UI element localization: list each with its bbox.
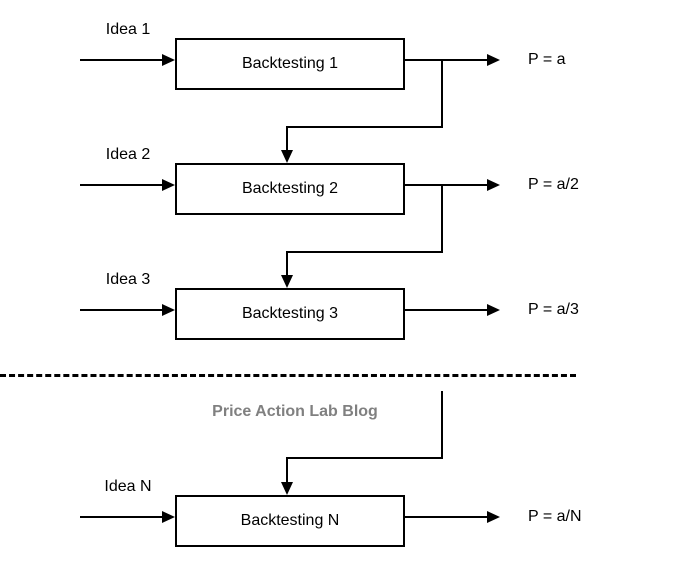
backtesting-n-box: Backtesting N [175, 495, 405, 547]
backtesting-1-box-label: Backtesting 1 [241, 55, 339, 72]
connector-2-horizontal-line [286, 251, 443, 253]
output-2-label: P = a/2 [528, 176, 579, 193]
backtesting-2-box: Backtesting 2 [175, 163, 405, 215]
connector-n-vertical-line [441, 391, 443, 459]
output-n-label: P = a/N [528, 508, 582, 525]
arrowhead-down-icon [281, 275, 293, 288]
idea-n-label: Idea N [104, 478, 152, 495]
backtesting-3-box-label: Backtesting 3 [241, 305, 339, 322]
output-2-arrow-line [403, 184, 487, 186]
idea-1-label: Idea 1 [105, 21, 151, 38]
arrowhead-right-icon [162, 304, 175, 316]
connector-1-vertical-line [441, 60, 443, 128]
arrowhead-right-icon [487, 54, 500, 66]
connector-n-drop-line [286, 457, 288, 482]
output-3-arrow-line [403, 309, 487, 311]
idea-3-arrow-line [80, 309, 162, 311]
continuation-separator-dashed-line [0, 374, 576, 377]
backtesting-n-box-label: Backtesting N [240, 512, 340, 529]
connector-1-drop-line [286, 126, 288, 151]
arrowhead-down-icon [281, 150, 293, 163]
backtesting-3-box: Backtesting 3 [175, 288, 405, 340]
output-1-arrow-line [403, 59, 487, 61]
watermark-text: Price Action Lab Blog [212, 403, 378, 420]
connector-2-vertical-line [441, 185, 443, 253]
output-3-label: P = a/3 [528, 301, 579, 318]
backtesting-1-box: Backtesting 1 [175, 38, 405, 90]
arrowhead-right-icon [487, 304, 500, 316]
output-n-arrow-line [403, 516, 487, 518]
idea-3-label: Idea 3 [105, 271, 151, 288]
backtesting-2-box-label: Backtesting 2 [241, 180, 339, 197]
arrowhead-right-icon [162, 179, 175, 191]
connector-1-horizontal-line [286, 126, 443, 128]
idea-2-arrow-line [80, 184, 162, 186]
output-1-label: P = a [528, 51, 566, 68]
arrowhead-right-icon [162, 54, 175, 66]
arrowhead-down-icon [281, 482, 293, 495]
idea-1-arrow-line [80, 59, 162, 61]
arrowhead-right-icon [162, 511, 175, 523]
idea-2-label: Idea 2 [105, 146, 151, 163]
connector-n-horizontal-line [286, 457, 443, 459]
arrowhead-right-icon [487, 179, 500, 191]
idea-n-arrow-line [80, 516, 162, 518]
connector-2-drop-line [286, 251, 288, 276]
arrowhead-right-icon [487, 511, 500, 523]
